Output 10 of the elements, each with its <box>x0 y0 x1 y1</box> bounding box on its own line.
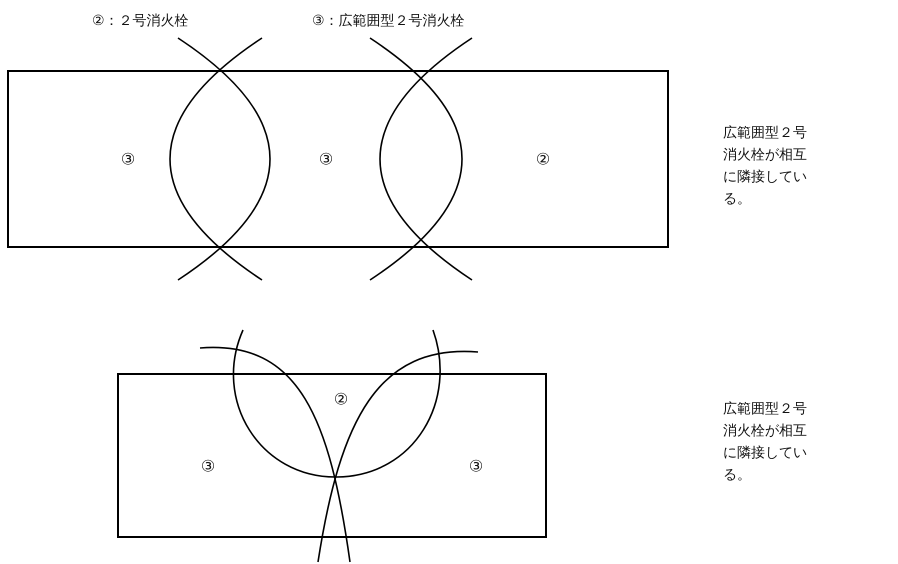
note-text: 広範囲型２号消火栓が相互に隣接している。 <box>723 124 808 209</box>
hydrant-marker: ② <box>334 390 348 408</box>
hydrant-marker: ③ <box>120 150 136 168</box>
legend-text: ③：広範囲型２号消火栓 <box>312 12 465 31</box>
legend-text: ②：２号消火栓 <box>92 12 189 31</box>
hydrant-marker: ③ <box>200 456 216 476</box>
hydrant-marker: ③ <box>318 150 334 168</box>
note-text: 広範囲型２号消火栓が相互に隣接している。 <box>723 400 808 485</box>
hydrant-marker: ③ <box>468 456 484 476</box>
hydrant-marker: ② <box>536 150 550 168</box>
